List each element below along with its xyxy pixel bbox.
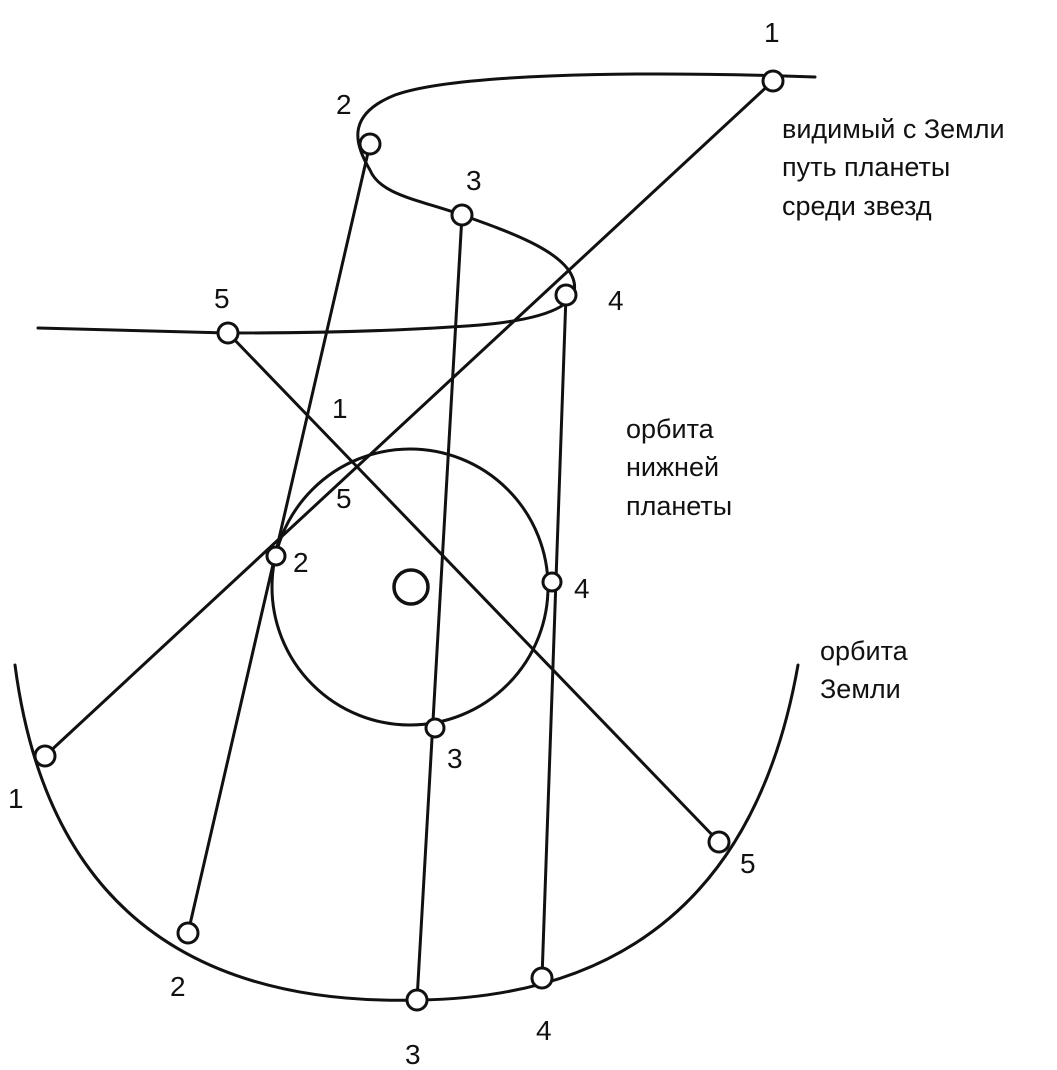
sky-path-caption-line-1: видимый с Земли [782, 114, 1005, 144]
sky-position-4 [554, 283, 578, 307]
sky-label-5: 5 [214, 283, 230, 314]
earth-label-4: 4 [536, 1015, 552, 1046]
planet-position-4 [541, 571, 563, 593]
earth-position-4 [530, 966, 554, 990]
sight-line-1 [43, 79, 775, 758]
sky-position-3 [450, 203, 474, 227]
sky-path-caption-line-3: среди звезд [782, 191, 932, 221]
planet-label-2: 2 [293, 547, 309, 578]
planet-position-3 [424, 717, 446, 739]
earth-orbit-caption: орбита Земли [820, 636, 909, 704]
inner-orbit-caption-line-3: планеты [626, 491, 732, 521]
sky-position-1 [761, 69, 785, 93]
planet-label-4: 4 [574, 573, 590, 604]
sky-position-2 [358, 132, 382, 156]
earth-position-5 [707, 830, 731, 854]
sky-path-caption-line-2: путь планеты [782, 152, 950, 182]
inner-orbit-caption-line-2: нижней [626, 452, 719, 482]
apparent-sky-path [36, 72, 817, 335]
planet-label-5: 5 [336, 483, 352, 514]
sight-line-2 [186, 142, 372, 935]
inner-orbit-caption-line-1: орбита [626, 414, 715, 444]
earth-position-1 [33, 744, 57, 768]
earth-label-1: 1 [8, 783, 24, 814]
sight-line-4 [540, 293, 568, 980]
sky-label-1: 1 [764, 17, 780, 48]
sight-line-5 [226, 331, 721, 844]
sky-label-4: 4 [608, 285, 624, 316]
earth-position-3 [405, 988, 429, 1012]
earth-label-3: 3 [405, 1039, 421, 1070]
sun [392, 568, 430, 606]
planet-label-3: 3 [447, 743, 463, 774]
earth-label-2: 2 [170, 971, 186, 1002]
sight-line-3 [415, 213, 464, 1002]
planet-label-1: 1 [332, 393, 348, 424]
sky-position-5 [216, 321, 240, 345]
earth-orbit-caption-line-2: Земли [820, 674, 901, 704]
inner-orbit-caption: орбита нижней планеты [626, 414, 732, 521]
earth-orbit [13, 663, 800, 1002]
earth-position-2 [176, 921, 200, 945]
sky-path-caption: видимый с Земли путь планеты среди звезд [782, 114, 1005, 221]
earth-label-5: 5 [740, 848, 756, 879]
sky-label-2: 2 [336, 89, 352, 120]
planet-position-2 [265, 545, 287, 567]
earth-orbit-caption-line-1: орбита [820, 636, 909, 666]
sky-label-3: 3 [466, 165, 482, 196]
